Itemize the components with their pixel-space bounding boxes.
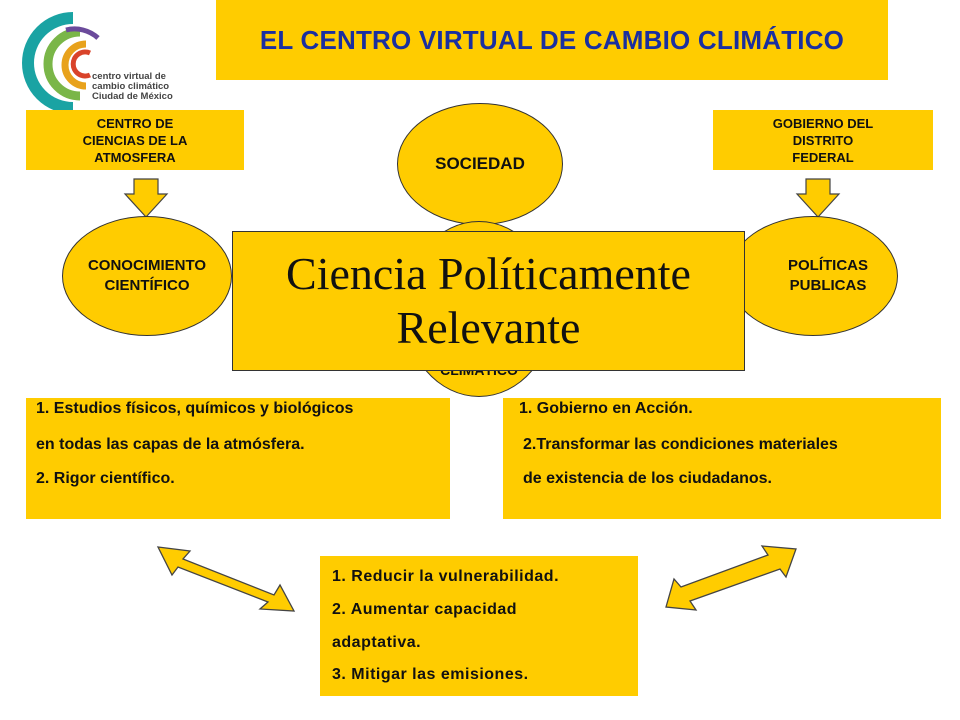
bottom-list-box: 1. Reducir la vulnerabilidad. 2. Aumenta… [320,556,638,696]
logo-text: centro virtual de cambio climático Ciuda… [92,72,173,102]
logo-line-2: cambio climático [92,81,170,92]
logo-graphic [22,12,100,114]
logo-line-1: centro virtual de [92,71,166,82]
down-arrow-left-icon [123,178,169,218]
bottom-list-item: 1. Reducir la vulnerabilidad. [332,568,560,585]
left-list-item: en todas las capas de la atmósfera. [36,436,305,453]
right-list-item: 1. Gobierno en Acción. [519,400,693,417]
left-list-box: 1. Estudios físicos, químicos y biológic… [26,398,450,519]
bottom-list-item: adaptativa. [332,634,422,651]
logo-line-3: Ciudad de México [92,91,173,102]
politicas-ellipse: POLÍTICAS PUBLICAS [728,216,898,336]
right-list-box: 1. Gobierno en Acción. 2.Transformar las… [503,398,941,519]
gobierno-df-label: GOBIERNO DEL DISTRITO FEDERAL [713,110,933,170]
sociedad-ellipse: SOCIEDAD [397,103,563,225]
right-list-item: 2.Transformar las condiciones materiales [523,436,838,453]
centro-ciencias-label: CENTRO DE CIENCIAS DE LA ATMOSFERA [26,110,244,170]
left-list-item: 1. Estudios físicos, químicos y biológic… [36,400,354,417]
bottom-list-item: 3. Mitigar las emisiones. [332,666,529,683]
double-arrow-right-icon [665,545,797,611]
down-arrow-right-icon [795,178,841,218]
page-title: EL CENTRO VIRTUAL DE CAMBIO CLIMÁTICO [216,0,888,80]
bottom-list-item: 2. Aumentar capacidad [332,601,518,618]
center-text-line-1: Ciencia Políticamente [286,248,691,299]
double-arrow-left-icon [156,546,296,612]
right-list-item: de existencia de los ciudadanos. [523,470,772,487]
conocimiento-ellipse: CONOCIMIENTO CIENTÍFICO [62,216,232,336]
center-overlay-box: Ciencia Políticamente Relevante [232,231,745,371]
center-text-line-2: Relevante [396,302,581,353]
left-list-item: 2. Rigor científico. [36,470,175,487]
